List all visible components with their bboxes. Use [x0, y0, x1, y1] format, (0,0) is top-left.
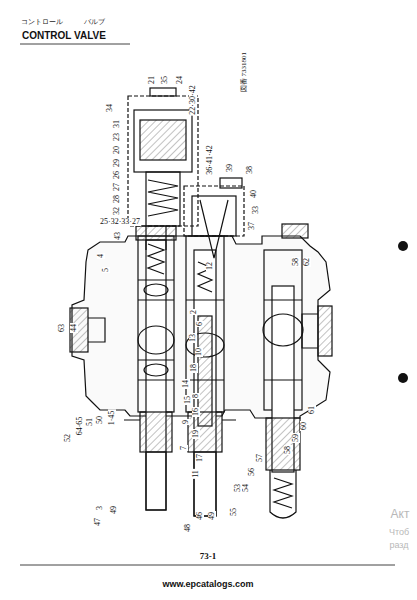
- callout-number: 3: [96, 505, 104, 511]
- callout-number: 48: [184, 523, 192, 533]
- callout-number: 26: [113, 170, 121, 180]
- callout-number: 17: [196, 453, 204, 463]
- callout-number: 58: [292, 257, 300, 267]
- callout-number: 36·41·42: [206, 144, 214, 175]
- callout-number: 4: [97, 253, 105, 259]
- callout-number: 46: [196, 511, 204, 521]
- callout-number: 9: [182, 419, 190, 425]
- callout-number: 22·30·42: [189, 84, 197, 115]
- callout-number: 図番 7331801: [241, 51, 248, 93]
- watermark: Чтоб: [388, 528, 410, 537]
- callout-number: 37: [248, 221, 256, 231]
- callout-number: 49: [110, 505, 118, 515]
- callout-number: 6: [196, 321, 204, 327]
- page-footer: 73-1: [199, 552, 218, 561]
- callout-number: 60: [300, 421, 308, 431]
- callout-number: 8: [192, 393, 200, 399]
- callout-number: 13: [189, 333, 197, 343]
- callout-number: 5: [102, 267, 110, 273]
- callout-number: 10: [195, 347, 203, 357]
- callout-number: 21: [148, 75, 156, 85]
- callout-number: 11: [192, 469, 200, 479]
- callout-number: 35: [161, 75, 169, 85]
- callout-number: 12: [206, 261, 214, 271]
- callout-number: 27: [113, 182, 121, 192]
- callout-number: 64·65: [76, 416, 84, 437]
- callout-number: 19: [192, 429, 200, 439]
- callout-number: 61: [308, 405, 316, 415]
- callout-number: 47: [94, 517, 102, 527]
- callout-number: 52: [64, 433, 72, 443]
- callout-number: 7: [180, 445, 188, 451]
- callout-number: 58: [284, 445, 292, 455]
- callout-number: 59: [292, 433, 300, 443]
- callout-number: 25·32·33·27: [99, 218, 141, 226]
- callout-number: 24: [176, 75, 184, 85]
- title-kana: バルブ: [83, 19, 106, 26]
- callout-number: 50: [96, 415, 104, 425]
- callout-number: 51: [86, 417, 94, 427]
- callout-number: 43: [114, 231, 122, 241]
- callout-number: 29: [113, 158, 121, 168]
- callout-number: 31: [113, 119, 121, 129]
- callout-number: 55: [230, 507, 238, 517]
- callout-number: 2: [190, 309, 198, 315]
- title: CONTROL VALVE: [22, 31, 106, 41]
- callout-number: 38: [246, 165, 254, 175]
- callout-number: 28: [113, 194, 121, 204]
- callout-number: 32: [113, 206, 121, 216]
- callout-number: 56: [248, 467, 256, 477]
- callout-number: 16: [192, 407, 200, 417]
- punch-hole: [398, 241, 408, 251]
- title-kana: コントロール: [20, 19, 64, 26]
- callout-number: 49: [208, 511, 216, 521]
- callout-number: 57: [256, 453, 264, 463]
- punch-hole: [398, 373, 408, 383]
- callout-number: 63: [58, 323, 66, 333]
- callout-number: 54: [242, 483, 250, 493]
- callout-number: 34: [106, 103, 114, 113]
- callout-number: 15: [184, 395, 192, 405]
- callout-number: 40: [250, 189, 258, 199]
- callout-number: 14: [182, 379, 190, 389]
- callout-number: 23: [113, 132, 121, 142]
- callout-number: 39: [226, 163, 234, 173]
- callout-number: 18: [190, 363, 198, 373]
- callout-number: 1·45: [108, 410, 116, 427]
- page-footer: www.epcatalogs.com: [161, 580, 254, 589]
- callout-number: 20: [113, 145, 121, 155]
- callout-number: 53: [234, 483, 242, 493]
- callout-number: 44: [70, 323, 78, 333]
- watermark: Акт: [390, 508, 411, 520]
- callout-number: 62: [303, 257, 311, 267]
- watermark: разд: [388, 541, 409, 550]
- callout-number: 33: [252, 205, 260, 215]
